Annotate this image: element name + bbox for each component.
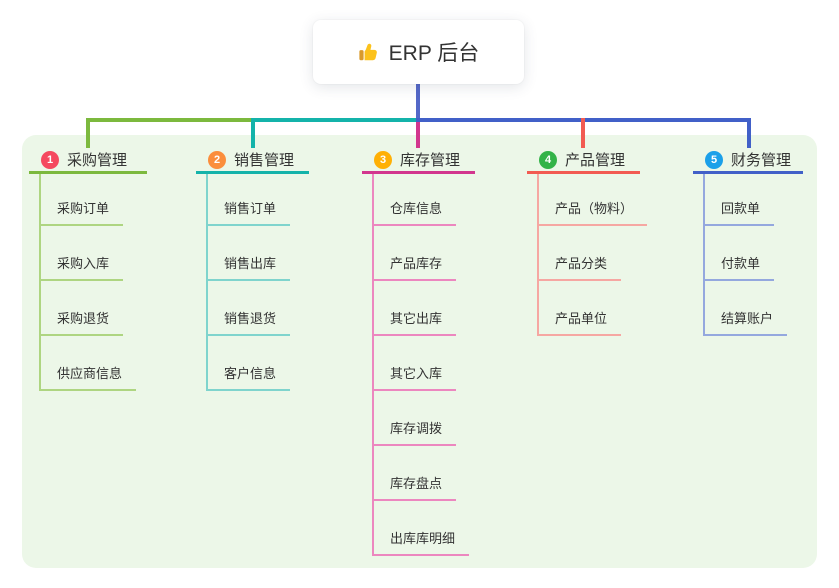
child-node[interactable]: 库存盘点 [374,473,457,501]
child-node[interactable]: 客户信息 [208,363,291,391]
branch-title-label: 财务管理 [731,152,792,169]
child-node[interactable]: 产品分类 [539,253,622,281]
branch-title-row[interactable]: 5 财务管理 [693,148,803,174]
child-row: 产品分类 [539,226,647,281]
child-row: 采购入库 [41,226,136,281]
branch-3: 3 库存管理 仓库信息 产品库存 其它出库 其它入库 库存调拨 库存盘点 出库库… [362,148,475,556]
branch-number-badge: 5 [705,150,723,169]
branch-title-row[interactable]: 2 销售管理 [196,148,309,174]
child-node[interactable]: 采购退货 [41,308,124,336]
child-row: 销售出库 [208,226,291,281]
thumbs-up-icon [358,41,380,63]
connector-line [416,84,420,122]
child-row: 产品（物料） [539,174,648,226]
branch-number-badge: 1 [41,150,59,169]
child-node[interactable]: 出库库明细 [374,528,470,556]
child-node[interactable]: 供应商信息 [41,363,137,391]
connector-line [251,118,255,148]
child-row: 仓库信息 [374,174,469,226]
connector-line [747,118,751,148]
branch-children: 仓库信息 产品库存 其它出库 其它入库 库存调拨 库存盘点 出库库明细 [372,174,470,556]
child-node[interactable]: 采购订单 [41,198,124,226]
child-row: 产品库存 [374,226,469,281]
child-row: 回款单 [705,174,787,226]
connector-line [581,118,585,148]
child-node[interactable]: 仓库信息 [374,198,457,226]
branch-title-label: 销售管理 [234,152,295,169]
child-row: 销售退货 [208,281,291,336]
child-row: 采购退货 [41,281,136,336]
child-node[interactable]: 销售订单 [208,198,291,226]
child-node[interactable]: 其它出库 [374,308,457,336]
branch-children: 回款单 付款单 结算账户 [703,174,788,336]
child-node[interactable]: 产品（物料） [539,198,648,226]
child-node[interactable]: 回款单 [705,198,775,226]
branch-children: 销售订单 销售出库 销售退货 客户信息 [206,174,291,391]
child-row: 销售订单 [208,174,291,226]
connector-line [251,118,420,122]
branch-2: 2 销售管理 销售订单 销售出库 销售退货 客户信息 [196,148,309,391]
child-row: 库存调拨 [374,391,469,446]
branch-title-row[interactable]: 3 库存管理 [362,148,475,174]
branch-title-row[interactable]: 1 采购管理 [29,148,147,174]
branch-number-badge: 3 [374,150,392,169]
branch-title-row[interactable]: 4 产品管理 [527,148,640,174]
child-node[interactable]: 付款单 [705,253,775,281]
child-node[interactable]: 销售出库 [208,253,291,281]
branch-title-label: 采购管理 [67,152,128,169]
child-row: 结算账户 [705,281,788,336]
root-node[interactable]: ERP 后台 [313,20,524,84]
branch-children: 产品（物料） 产品分类 产品单位 [537,174,648,336]
connector-line [86,118,90,148]
child-row: 付款单 [705,226,787,281]
child-node[interactable]: 产品单位 [539,308,622,336]
child-row: 客户信息 [208,336,291,391]
root-node-label: ERP 后台 [388,42,480,65]
branch-4: 4 产品管理 产品（物料） 产品分类 产品单位 [527,148,648,336]
child-row: 库存盘点 [374,446,469,501]
child-node[interactable]: 销售退货 [208,308,291,336]
connector-line [416,122,420,148]
branch-title-label: 库存管理 [400,152,461,169]
child-row: 其它出库 [374,281,469,336]
branch-title-label: 产品管理 [565,152,626,169]
branch-5: 5 财务管理 回款单 付款单 结算账户 [693,148,803,336]
branch-children: 采购订单 采购入库 采购退货 供应商信息 [39,174,137,391]
child-row: 出库库明细 [374,501,470,556]
child-row: 采购订单 [41,174,136,226]
canvas-panel [22,135,817,568]
child-row: 产品单位 [539,281,647,336]
branch-1: 1 采购管理 采购订单 采购入库 采购退货 供应商信息 [29,148,147,391]
child-node[interactable]: 产品库存 [374,253,457,281]
child-node[interactable]: 结算账户 [705,308,788,336]
branch-number-badge: 2 [208,150,226,169]
branch-number-badge: 4 [539,150,557,169]
child-node[interactable]: 其它入库 [374,363,457,391]
child-row: 供应商信息 [41,336,137,391]
child-row: 其它入库 [374,336,469,391]
child-node[interactable]: 库存调拨 [374,418,457,446]
child-node[interactable]: 采购入库 [41,253,124,281]
